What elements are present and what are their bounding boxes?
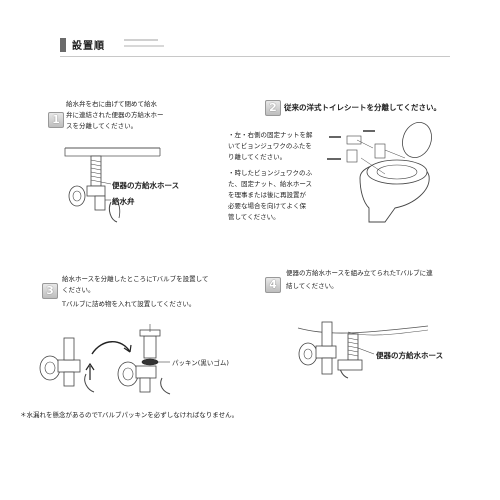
step-2-text-line-8: 管してください。 (228, 213, 280, 221)
step-2-text-line-2: いてビョンジュワクのふたを (228, 142, 312, 150)
page-title: 設置順 (72, 41, 105, 52)
step-1-illustration (64, 147, 161, 223)
step-4-number: 4 (265, 277, 281, 293)
header-marker (60, 38, 66, 52)
step-2-text-line-5: た、固定ナット、給水ホース (228, 180, 313, 188)
step-2-number: 2 (265, 100, 281, 116)
step-3-text-line-2: ください。 (62, 286, 95, 294)
footnote: ＊水漏れを懸念があるのでTバルブパッキンを必ずしなければなりません。 (20, 411, 239, 419)
step-3-number: 3 (42, 283, 58, 299)
header-decoration (124, 45, 164, 47)
step-3-illustration (39, 324, 171, 395)
step-3-text-line-1: 給水ホースを分離したところにTバルブを設置して (62, 275, 209, 283)
step-2-toilet-illustration (327, 122, 432, 223)
step-2-text-line-1: ・左・右側の固定ナットを解 (228, 131, 313, 139)
step-4-label-hose: 便器の方給水ホース (376, 351, 444, 360)
step-3-text-line-3: Tバルブに詰め物を入れて設置してください。 (62, 300, 196, 308)
step-4-text-line-1: 便器の方給水ホースを組み立てられたTバルブに連 (286, 269, 433, 277)
step-1-label-valve: 給水弁 (112, 197, 135, 206)
step-1-text-line-1: 給水弁を右に曲げて閉めて給水 (66, 100, 157, 108)
step-1-number: 1 (48, 112, 64, 128)
step-1-text-line-3: スを分離してください。 (66, 122, 138, 130)
step-2-text-line-3: り離してください。 (228, 153, 287, 161)
step-2-title: 従来の洋式トイレシートを分離してください。 (284, 103, 442, 112)
step-1-label-hose: 便器の方給水ホース (112, 181, 180, 190)
step-2-text-line-6: を理事または後に再設置が (228, 191, 306, 199)
step-2-text-line-7: 必要な場合を向けてよく保 (228, 202, 306, 210)
step-4-illustration (297, 321, 429, 379)
step-2-text-line-4: ・時したビョンジュワクのふ (228, 169, 313, 177)
step-4-text-line-2: 結してください。 (286, 282, 338, 290)
step-1-text-line-2: 弁に連結された便器の方給水ホー (66, 111, 164, 119)
step-3-label-packing: パッキン(黒いゴム) (172, 359, 229, 367)
header-decoration (124, 39, 158, 41)
header-divider (60, 56, 450, 57)
